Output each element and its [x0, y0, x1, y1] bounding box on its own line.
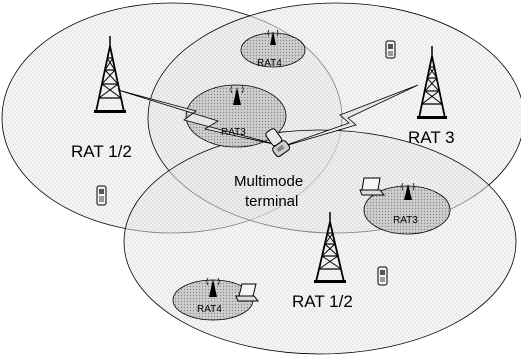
small-antenna-rat3-right-icon	[401, 182, 415, 200]
small-antenna-rat3-center-icon	[230, 85, 244, 105]
label-rat3-right: RAT 3	[408, 128, 455, 147]
label-terminal-line1: Multimode	[234, 173, 303, 190]
label-small-rat4-top: RAT4	[257, 58, 282, 69]
phone-left-icon	[96, 185, 107, 206]
label-small-rat3-center: RAT3	[221, 127, 246, 138]
label-rat12-left: RAT 1/2	[71, 142, 132, 161]
label-small-rat4-bottom: RAT4	[197, 304, 222, 315]
small-cell-rat3-right	[363, 185, 451, 235]
small-cell-rat3-center	[185, 84, 287, 148]
laptop-right-icon	[359, 177, 386, 196]
phone-bottom-right-icon	[377, 266, 388, 286]
phone-top-right-icon	[385, 40, 396, 59]
multimode-terminal-icon	[265, 128, 291, 157]
label-rat12-bottom: RAT 1/2	[292, 292, 353, 311]
tower-bottom-icon	[314, 212, 346, 283]
tower-left-icon	[94, 36, 126, 113]
label-terminal-line2: terminal	[245, 193, 298, 210]
tower-right-icon	[417, 46, 447, 119]
small-antenna-rat4-top-icon	[267, 29, 279, 45]
small-antenna-rat4-bottom-icon	[206, 277, 220, 297]
label-small-rat3-right: RAT3	[393, 215, 418, 226]
cell-bottom	[123, 129, 517, 355]
laptop-bottom-icon	[235, 283, 260, 302]
